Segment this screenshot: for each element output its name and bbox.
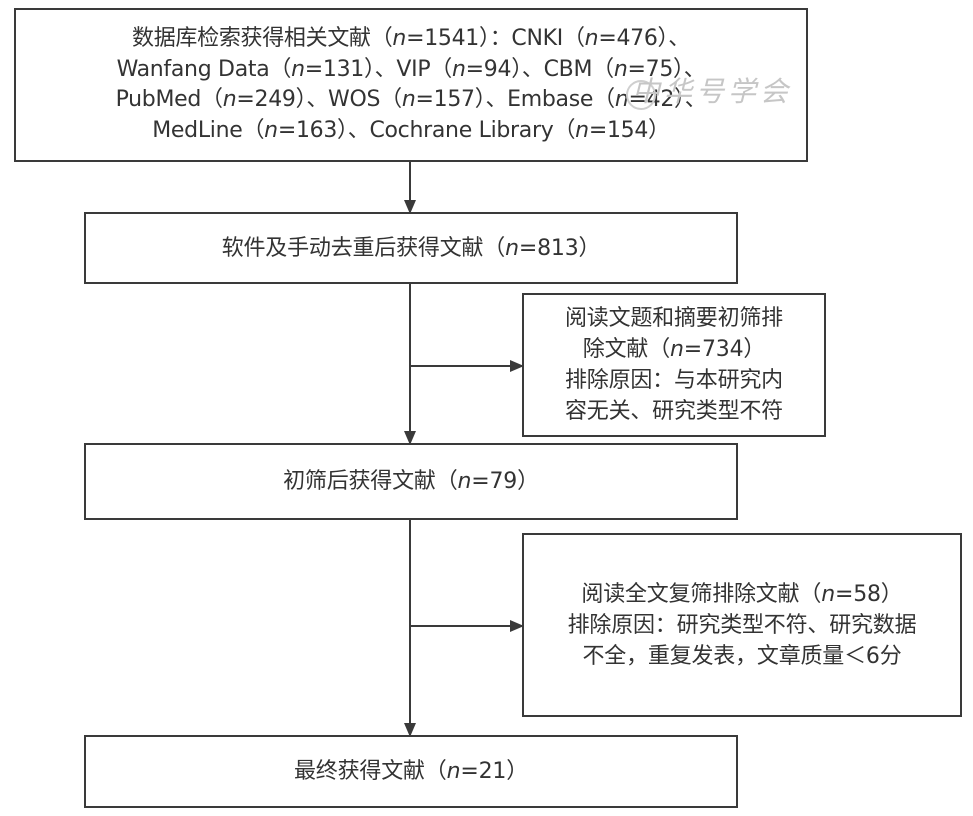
final-included-box: 最终获得文献（n=21） [84, 735, 738, 808]
n-symbol: n [392, 26, 407, 51]
n-symbol: n [446, 759, 461, 784]
exclusion2-line-1: 阅读全文复筛排除文献（n=58） [581, 581, 903, 607]
n-symbol: n [222, 87, 237, 112]
exclusion2-line-3: 不全，重复发表，文章质量＜6分 [582, 643, 902, 669]
exclusion-fulltext-text: 阅读全文复筛排除文献（n=58） 排除原因：研究类型不符、研究数据 不全，重复发… [568, 579, 917, 672]
exclusion-title-abstract-text: 阅读文题和摘要初筛排 除文献（n=734） 排除原因：与本研究内 容无关、研究类… [565, 303, 783, 427]
n-symbol: n [457, 469, 472, 494]
exclusion2-line-2: 排除原因：研究类型不符、研究数据 [567, 612, 917, 638]
n-symbol: n [614, 87, 629, 112]
exclusion1-line-3: 排除原因：与本研究内 [564, 368, 783, 393]
exclusion-title-abstract-box: 阅读文题和摘要初筛排 除文献（n=734） 排除原因：与本研究内 容无关、研究类… [522, 293, 826, 437]
exclusion1-line-2: 除文献（n=734） [582, 337, 766, 362]
n-symbol: n [505, 235, 519, 261]
watermark-seal-icon [626, 80, 656, 110]
watermark: 中华号学会 [632, 75, 793, 108]
search-line-1: 数据库检索获得相关文献（n=1541）：CNKI（n=476）、 [132, 26, 690, 51]
search-line-3: PubMed（n=249）、WOS（n=157）、Embase（n=42）、 [115, 87, 707, 112]
exclusion-fulltext-box: 阅读全文复筛排除文献（n=58） 排除原因：研究类型不符、研究数据 不全，重复发… [522, 533, 962, 717]
search-results-box: 数据库检索获得相关文献（n=1541）：CNKI（n=476）、 Wanfang… [14, 8, 808, 162]
n-symbol: n [401, 87, 416, 112]
n-symbol: n [613, 56, 628, 82]
final-included-text: 最终获得文献（n=21） [294, 759, 528, 784]
search-results-text: 数据库检索获得相关文献（n=1541）：CNKI（n=476）、 Wanfang… [116, 24, 707, 146]
n-symbol: n [670, 337, 684, 362]
n-symbol: n [575, 117, 589, 143]
n-symbol: n [264, 117, 278, 143]
screened-box: 初筛后获得文献（n=79） [84, 443, 738, 520]
screened-text: 初筛后获得文献（n=79） [283, 469, 539, 494]
exclusion1-line-4: 容无关、研究类型不符 [564, 399, 783, 424]
deduplicated-text: 软件及手动去重后获得文献（n=813） [221, 235, 601, 261]
n-symbol: n [821, 581, 835, 607]
n-symbol: n [291, 56, 305, 82]
search-line-4: MedLine（n=163）、Cochrane Library（n=154） [152, 117, 670, 143]
exclusion1-line-1: 阅读文题和摘要初筛排 [564, 306, 783, 331]
n-symbol: n [452, 56, 466, 82]
n-symbol: n [584, 26, 599, 51]
search-line-2: Wanfang Data（n=131）、VIP（n=94）、CBM（n=75）、 [116, 56, 706, 82]
deduplicated-box: 软件及手动去重后获得文献（n=813） [84, 212, 738, 284]
